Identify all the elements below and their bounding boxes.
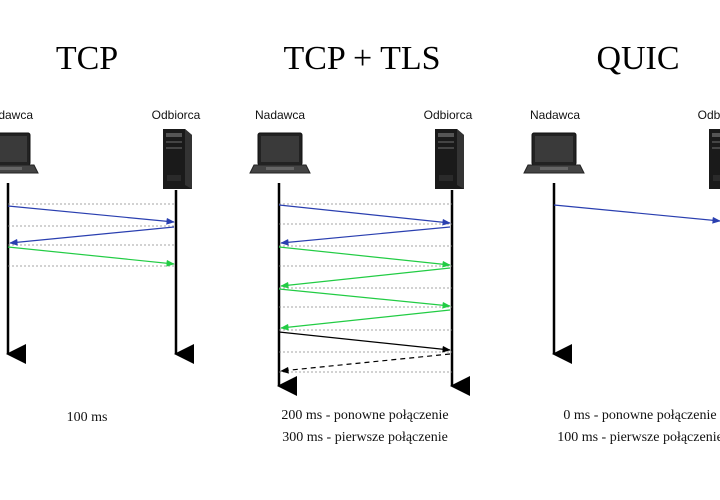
syn-arrow [278,204,451,226]
caption-tcp-tls-reconnect: 200 ms - ponowne połączenie [281,408,449,423]
syn-ack-arrow [280,226,451,246]
syn-arrow [7,205,175,225]
caption-tcp: 100 ms [66,410,108,425]
ack-arrow [7,246,175,267]
caption-tcp-tls-first: 300 ms - pierwsze połączenie [282,430,448,445]
response-arrow [280,353,451,374]
sender-laptop-icon [0,132,39,174]
finished-arrow [280,309,451,331]
syn-ack-arrow [9,226,175,246]
receiver-label-tcp-tls: Odbiorca [423,108,473,122]
receiver-server-icon [435,129,464,189]
panel-title-quic: QUIC [596,40,680,77]
caption-quic-first: 100 ms - pierwsze połączenie [557,430,720,445]
request-arrow [278,331,451,353]
panel-tcp-tls [249,129,470,396]
receiver-label-quic: Odbiorca [697,108,720,122]
sender-label-quic: Nadawca [529,108,581,122]
server-hello-arrow [280,267,451,289]
panel-tcp [0,129,194,364]
caption-quic-reconnect: 0 ms - ponowne połączenie [563,408,717,423]
sender-label-tcp: Nadawca [0,108,34,122]
receiver-server-icon [163,129,192,189]
client-hello-arrow [278,246,451,268]
sender-laptop-icon [249,132,311,174]
key-exchange-arrow [278,288,451,309]
sender-label-tcp-tls: Nadawca [254,108,306,122]
receiver-label-tcp: Odbiorca [151,108,201,122]
panel-title-tcp-tls: TCP + TLS [283,40,441,77]
quic-initial-arrow [553,204,720,224]
panel-title-tcp: TCP [55,40,119,77]
receiver-server-icon [709,129,720,189]
sender-laptop-icon [523,132,585,174]
panel-quic [523,129,720,364]
